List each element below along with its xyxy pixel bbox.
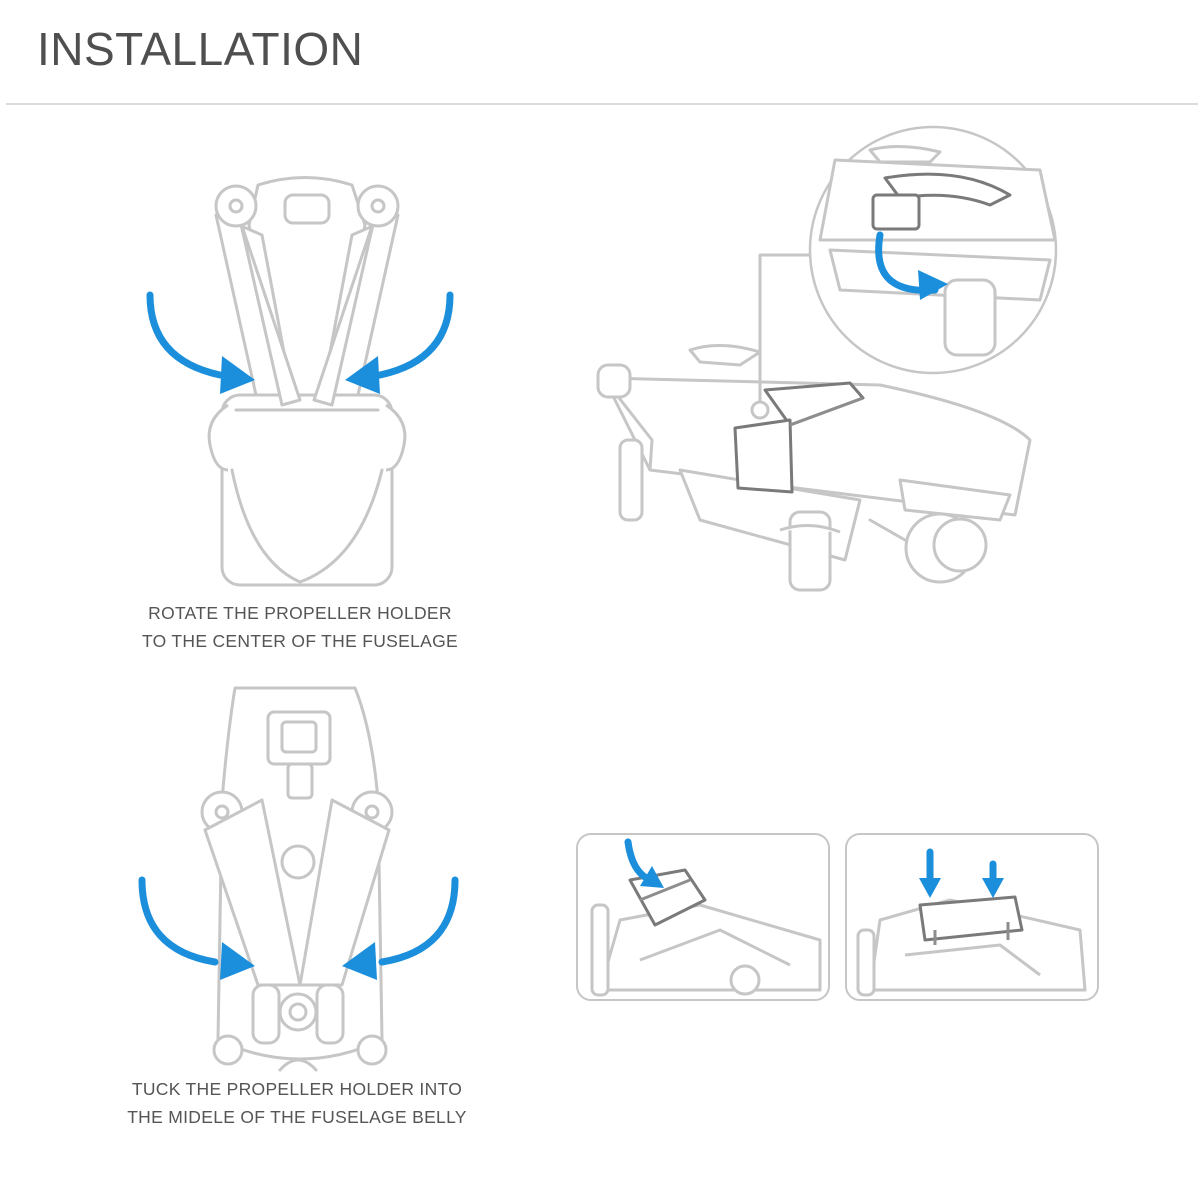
fold-arrows-step1	[146, 291, 454, 394]
holder-installed	[733, 381, 865, 494]
zoom-callout	[750, 253, 814, 420]
step1-caption-line2: TO THE CENTER OF THE FUSELAGE	[142, 631, 458, 651]
step2-caption: TUCK THE PROPELLER HOLDER INTO THE MIDEL…	[47, 1075, 547, 1131]
drone-bottom-outline	[200, 686, 394, 1072]
drone-top-outline	[207, 176, 407, 587]
detail-panel-left	[576, 833, 830, 1001]
header-divider	[6, 103, 1198, 105]
step1-caption: ROTATE THE PROPELLER HOLDER TO THE CENTE…	[50, 599, 550, 655]
zoom-inset	[808, 125, 1058, 375]
fold-arrows-step2	[138, 876, 459, 980]
step2-caption-line1: TUCK THE PROPELLER HOLDER INTO	[131, 1079, 463, 1099]
step2-caption-line2: THE MIDELE OF THE FUSELAGE BELLY	[127, 1107, 467, 1127]
detail-panel-right	[845, 833, 1099, 1001]
step1-caption-line1: ROTATE THE PROPELLER HOLDER	[148, 603, 452, 623]
drone-side-outline	[596, 343, 1032, 592]
page-title: INSTALLATION	[37, 23, 364, 75]
